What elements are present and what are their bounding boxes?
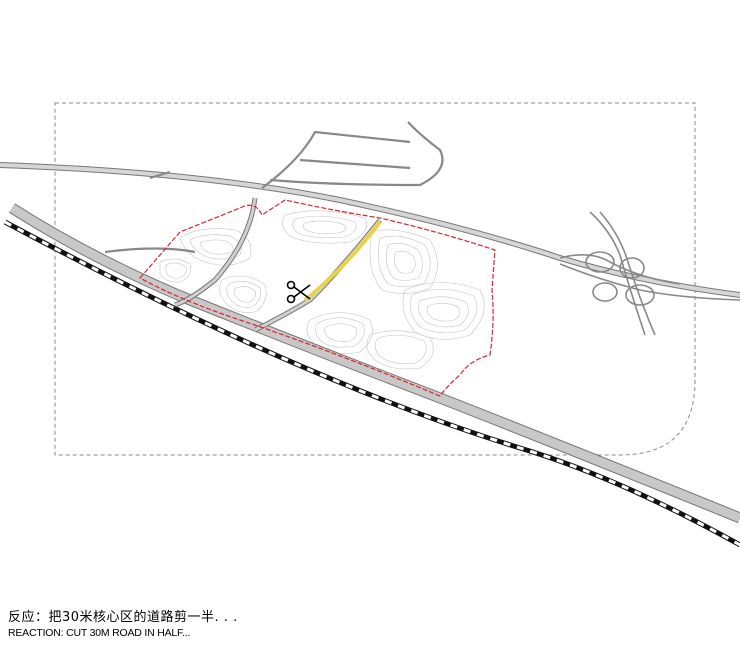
study-area-frame [54,102,696,456]
core-road-cut-segment [303,220,382,302]
terrain-contours [159,210,485,370]
highway-interchange [559,211,740,336]
diagram-caption: 反应：把30米核心区的道路剪一半. . . REACTION: CUT 30M … [8,610,238,640]
caption-english: REACTION: CUT 30M ROAD IN HALF... [8,627,191,639]
scissors-icon [286,280,311,304]
caption-chinese: 反应：把30米核心区的道路剪一半. . . [8,610,238,625]
railway-line [3,219,740,548]
upper-road-network [104,121,444,254]
site-boundary [139,199,496,397]
